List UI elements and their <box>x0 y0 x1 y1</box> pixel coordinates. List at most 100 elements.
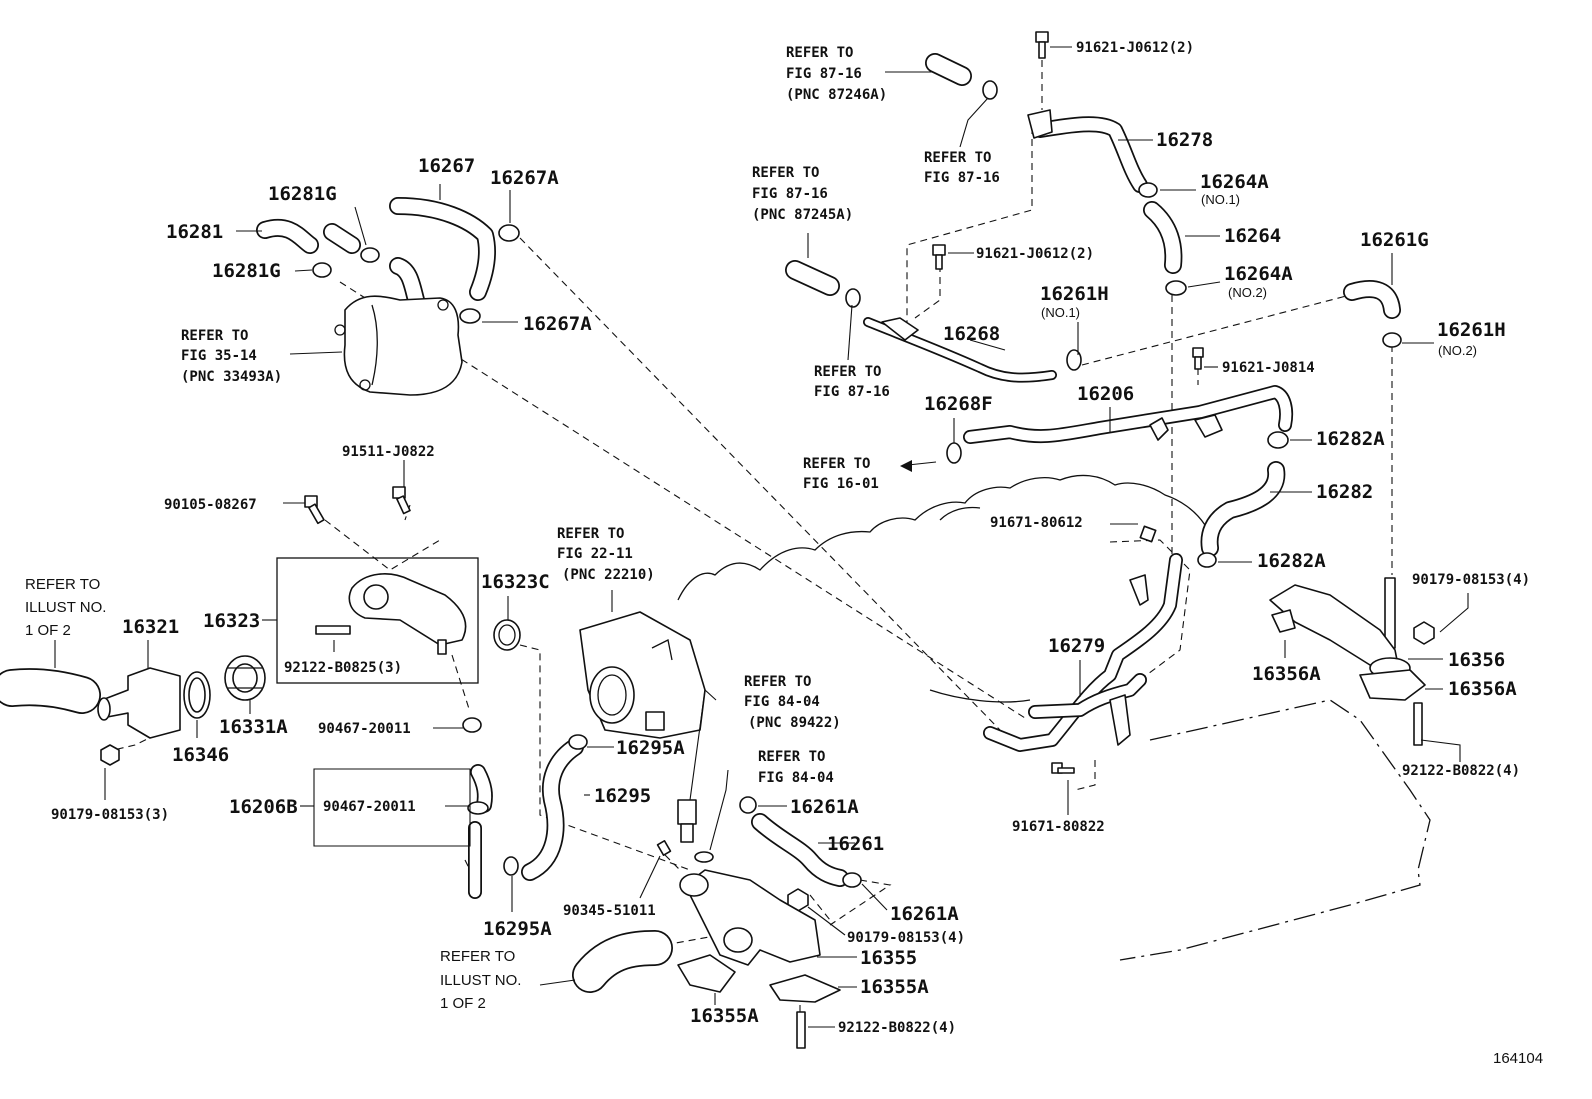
svg-text:FIG 87-16: FIG 87-16 <box>752 186 828 202</box>
label-16331a: 16331A <box>219 716 288 738</box>
svg-text:ILLUST NO.: ILLUST NO. <box>25 599 106 616</box>
label-91621-j0612-mid: 91621-J0612(2) <box>976 246 1094 262</box>
assembly-lines <box>104 60 1393 1015</box>
svg-text:FIG 22-11: FIG 22-11 <box>557 546 633 562</box>
refer-note-fig22-11: REFER TO FIG 22-11 (PNC 22210) <box>557 526 655 583</box>
svg-text:FIG 87-16: FIG 87-16 <box>786 66 862 82</box>
label-16282a-2: 16282A <box>1257 550 1326 572</box>
refer-note-fig84-04-pnc89422: REFER TO FIG 84-04 (PNC 89422) <box>744 674 841 731</box>
label-90179-08153-4-b: 90179-08153(4) <box>847 930 965 946</box>
water-temp-sensor-icon <box>677 799 714 863</box>
label-16261h-2: 16261H <box>1437 319 1506 341</box>
svg-text:(PNC 22210): (PNC 22210) <box>562 567 655 583</box>
label-16295a-2: 16295A <box>616 737 685 759</box>
label-16206b: 16206B <box>229 796 298 818</box>
refer-note-fig35-14: REFER TO FIG 35-14 (PNC 33493A) <box>181 328 282 385</box>
label-90179-08153-3: 90179-08153(3) <box>51 807 169 823</box>
svg-text:FIG 87-16: FIG 87-16 <box>924 170 1000 186</box>
label-16261a-2: 16261A <box>890 903 959 925</box>
label-16206: 16206 <box>1077 383 1134 405</box>
label-no2-a: (NO.2) <box>1228 285 1267 300</box>
pipes <box>863 109 1294 752</box>
label-16355a-l: 16355A <box>690 1005 759 1027</box>
label-16321: 16321 <box>122 616 179 638</box>
refer-note-fig87-16-pnc87246a: REFER TO FIG 87-16 (PNC 87246A) <box>786 45 887 103</box>
svg-text:REFER TO: REFER TO <box>752 165 819 181</box>
svg-text:FIG 84-04: FIG 84-04 <box>744 694 820 710</box>
refer-note-fig16-01: REFER TO FIG 16-01 <box>803 456 879 492</box>
gasket-16346 <box>183 671 211 719</box>
label-16281: 16281 <box>166 221 223 243</box>
thermostat-icon <box>224 655 266 701</box>
svg-text:REFER TO: REFER TO <box>786 45 853 61</box>
label-16261: 16261 <box>827 833 884 855</box>
label-no1-b: (NO.1) <box>1041 305 1080 320</box>
label-16323: 16323 <box>203 610 260 632</box>
svg-text:(PNC 87245A): (PNC 87245A) <box>752 207 853 223</box>
svg-text:(PNC 33493A): (PNC 33493A) <box>181 369 282 385</box>
svg-text:1 OF 2: 1 OF 2 <box>25 622 71 639</box>
svg-text:REFER TO: REFER TO <box>924 150 991 166</box>
engine-outline <box>677 474 1431 961</box>
leader-lines <box>54 46 1469 1028</box>
label-92122-b0822-4-b: 92122-B0822(4) <box>838 1020 956 1036</box>
label-16264: 16264 <box>1224 225 1281 247</box>
svg-text:(PNC 87246A): (PNC 87246A) <box>786 87 887 103</box>
svg-text:REFER TO: REFER TO <box>758 749 825 765</box>
label-16355a-r: 16355A <box>860 976 929 998</box>
label-16355: 16355 <box>860 947 917 969</box>
figure-id: 164104 <box>1493 1050 1543 1067</box>
svg-text:REFER TO: REFER TO <box>25 576 100 593</box>
hose-clamps <box>312 80 1402 888</box>
label-16264a-1: 16264A <box>1200 171 1269 193</box>
label-16268f: 16268F <box>924 393 993 415</box>
svg-text:REFER TO: REFER TO <box>440 948 515 965</box>
water-outlet-icon <box>677 869 841 1003</box>
water-inlet-housing-icon <box>276 557 479 684</box>
label-16267a-2: 16267A <box>523 313 592 335</box>
label-16261g: 16261G <box>1360 229 1429 251</box>
label-90345-51011: 90345-51011 <box>563 903 656 919</box>
refer-note-fig84-04: REFER TO FIG 84-04 <box>758 749 834 786</box>
oil-cooler-icon <box>334 295 463 396</box>
svg-text:FIG 35-14: FIG 35-14 <box>181 348 257 364</box>
svg-text:REFER TO: REFER TO <box>803 456 870 472</box>
label-91621-j0612-top: 91621-J0612(2) <box>1076 40 1194 56</box>
label-16295a-1: 16295A <box>483 918 552 940</box>
label-16267: 16267 <box>418 155 475 177</box>
label-90467-20011-b: 90467-20011 <box>323 799 416 815</box>
label-16264a-2: 16264A <box>1224 263 1293 285</box>
refer-note-illust-left: REFER TO ILLUST NO. 1 OF 2 <box>25 576 106 639</box>
label-16356: 16356 <box>1448 649 1505 671</box>
svg-text:(PNC 89422): (PNC 89422) <box>748 715 841 731</box>
svg-text:REFER TO: REFER TO <box>814 364 881 380</box>
svg-text:FIG 16-01: FIG 16-01 <box>803 476 879 492</box>
label-16356a-r: 16356A <box>1448 678 1517 700</box>
label-16346: 16346 <box>172 744 229 766</box>
label-90467-20011-a: 90467-20011 <box>318 721 411 737</box>
label-16261a-1: 16261A <box>790 796 859 818</box>
svg-text:FIG 87-16: FIG 87-16 <box>814 384 890 400</box>
label-90179-08153-4-r: 90179-08153(4) <box>1412 572 1530 588</box>
label-16281g-2: 16281G <box>212 260 281 282</box>
label-16268: 16268 <box>943 323 1000 345</box>
label-91511-j0822: 91511-J0822 <box>342 444 435 460</box>
label-16282a-1: 16282A <box>1316 428 1385 450</box>
label-16278: 16278 <box>1156 129 1213 151</box>
label-91671-80612: 91671-80612 <box>990 515 1083 531</box>
label-16281g-1: 16281G <box>268 183 337 205</box>
label-91671-80822: 91671-80822 <box>1012 819 1105 835</box>
label-16267a-1: 16267A <box>490 167 559 189</box>
label-92122-b0822-4-r: 92122-B0822(4) <box>1402 763 1520 779</box>
water-bypass-outlet-icon <box>1269 584 1426 701</box>
refer-note-fig87-16-pnc87245a: REFER TO FIG 87-16 (PNC 87245A) <box>752 165 853 223</box>
label-16323c: 16323C <box>481 571 550 593</box>
hoses <box>0 53 1401 993</box>
water-inlet-icon <box>97 667 181 739</box>
svg-text:REFER TO: REFER TO <box>557 526 624 542</box>
label-16282: 16282 <box>1316 481 1373 503</box>
label-16295: 16295 <box>594 785 651 807</box>
refer-note-fig87-16-a: REFER TO FIG 87-16 <box>924 150 1000 186</box>
label-16261h-1: 16261H <box>1040 283 1109 305</box>
